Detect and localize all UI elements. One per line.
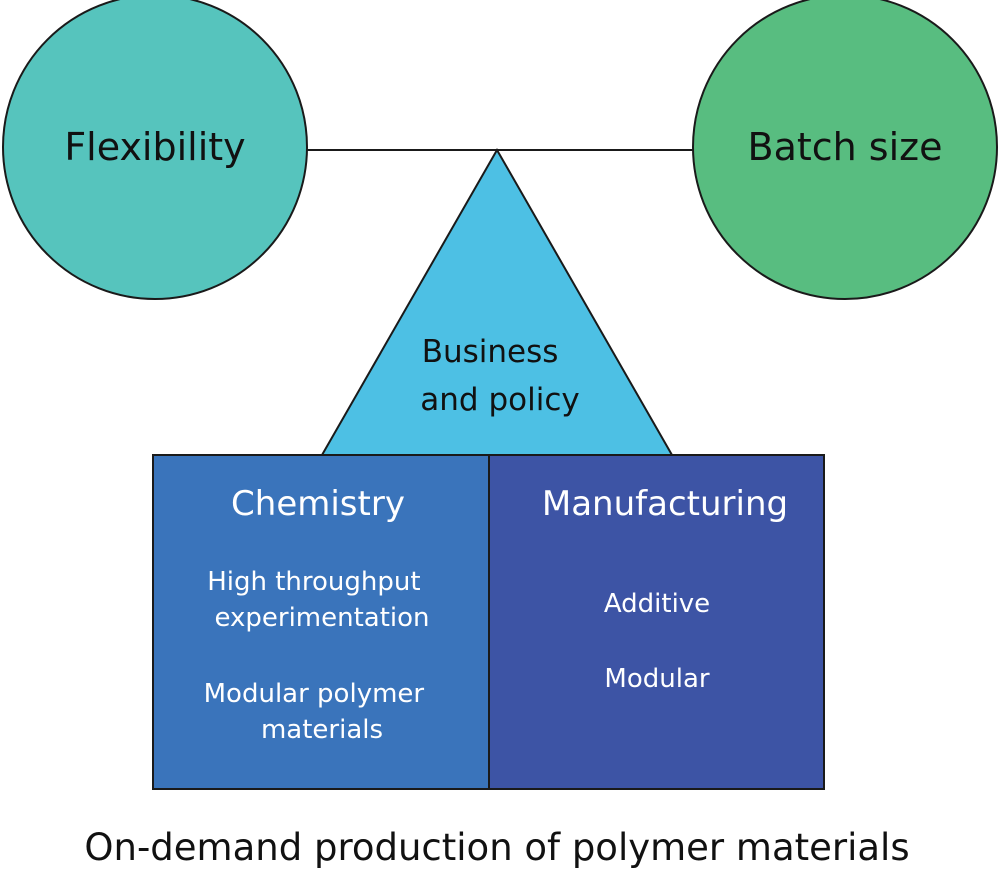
batch-size-circle	[692, 0, 998, 300]
manufacturing-item-modular: Modular	[604, 664, 709, 694]
chemistry-item-line: materials	[261, 715, 383, 745]
batch-size-label: Batch size	[748, 125, 943, 169]
chemistry-box	[152, 454, 490, 790]
manufacturing-item-additive: Additive	[604, 589, 710, 619]
manufacturing-title: Manufacturing	[542, 484, 788, 524]
chemistry-item-high-throughput: High throughput experimentation	[207, 567, 429, 633]
diagram-caption: On-demand production of polymer material…	[84, 826, 909, 869]
fulcrum-label-line-2: and policy	[420, 382, 579, 418]
chemistry-title: Chemistry	[231, 484, 405, 524]
flexibility-label: Flexibility	[64, 125, 245, 169]
chemistry-item-line: Modular polymer	[204, 679, 425, 709]
chemistry-item-line: High throughput	[207, 567, 420, 597]
fulcrum-label-line-1: Business	[422, 334, 559, 370]
flexibility-circle	[2, 0, 308, 300]
chemistry-item-line: experimentation	[214, 603, 429, 633]
manufacturing-box	[488, 454, 825, 790]
chemistry-item-modular-polymer: Modular polymer materials	[204, 679, 433, 745]
fulcrum-label: Business and policy	[420, 334, 579, 418]
